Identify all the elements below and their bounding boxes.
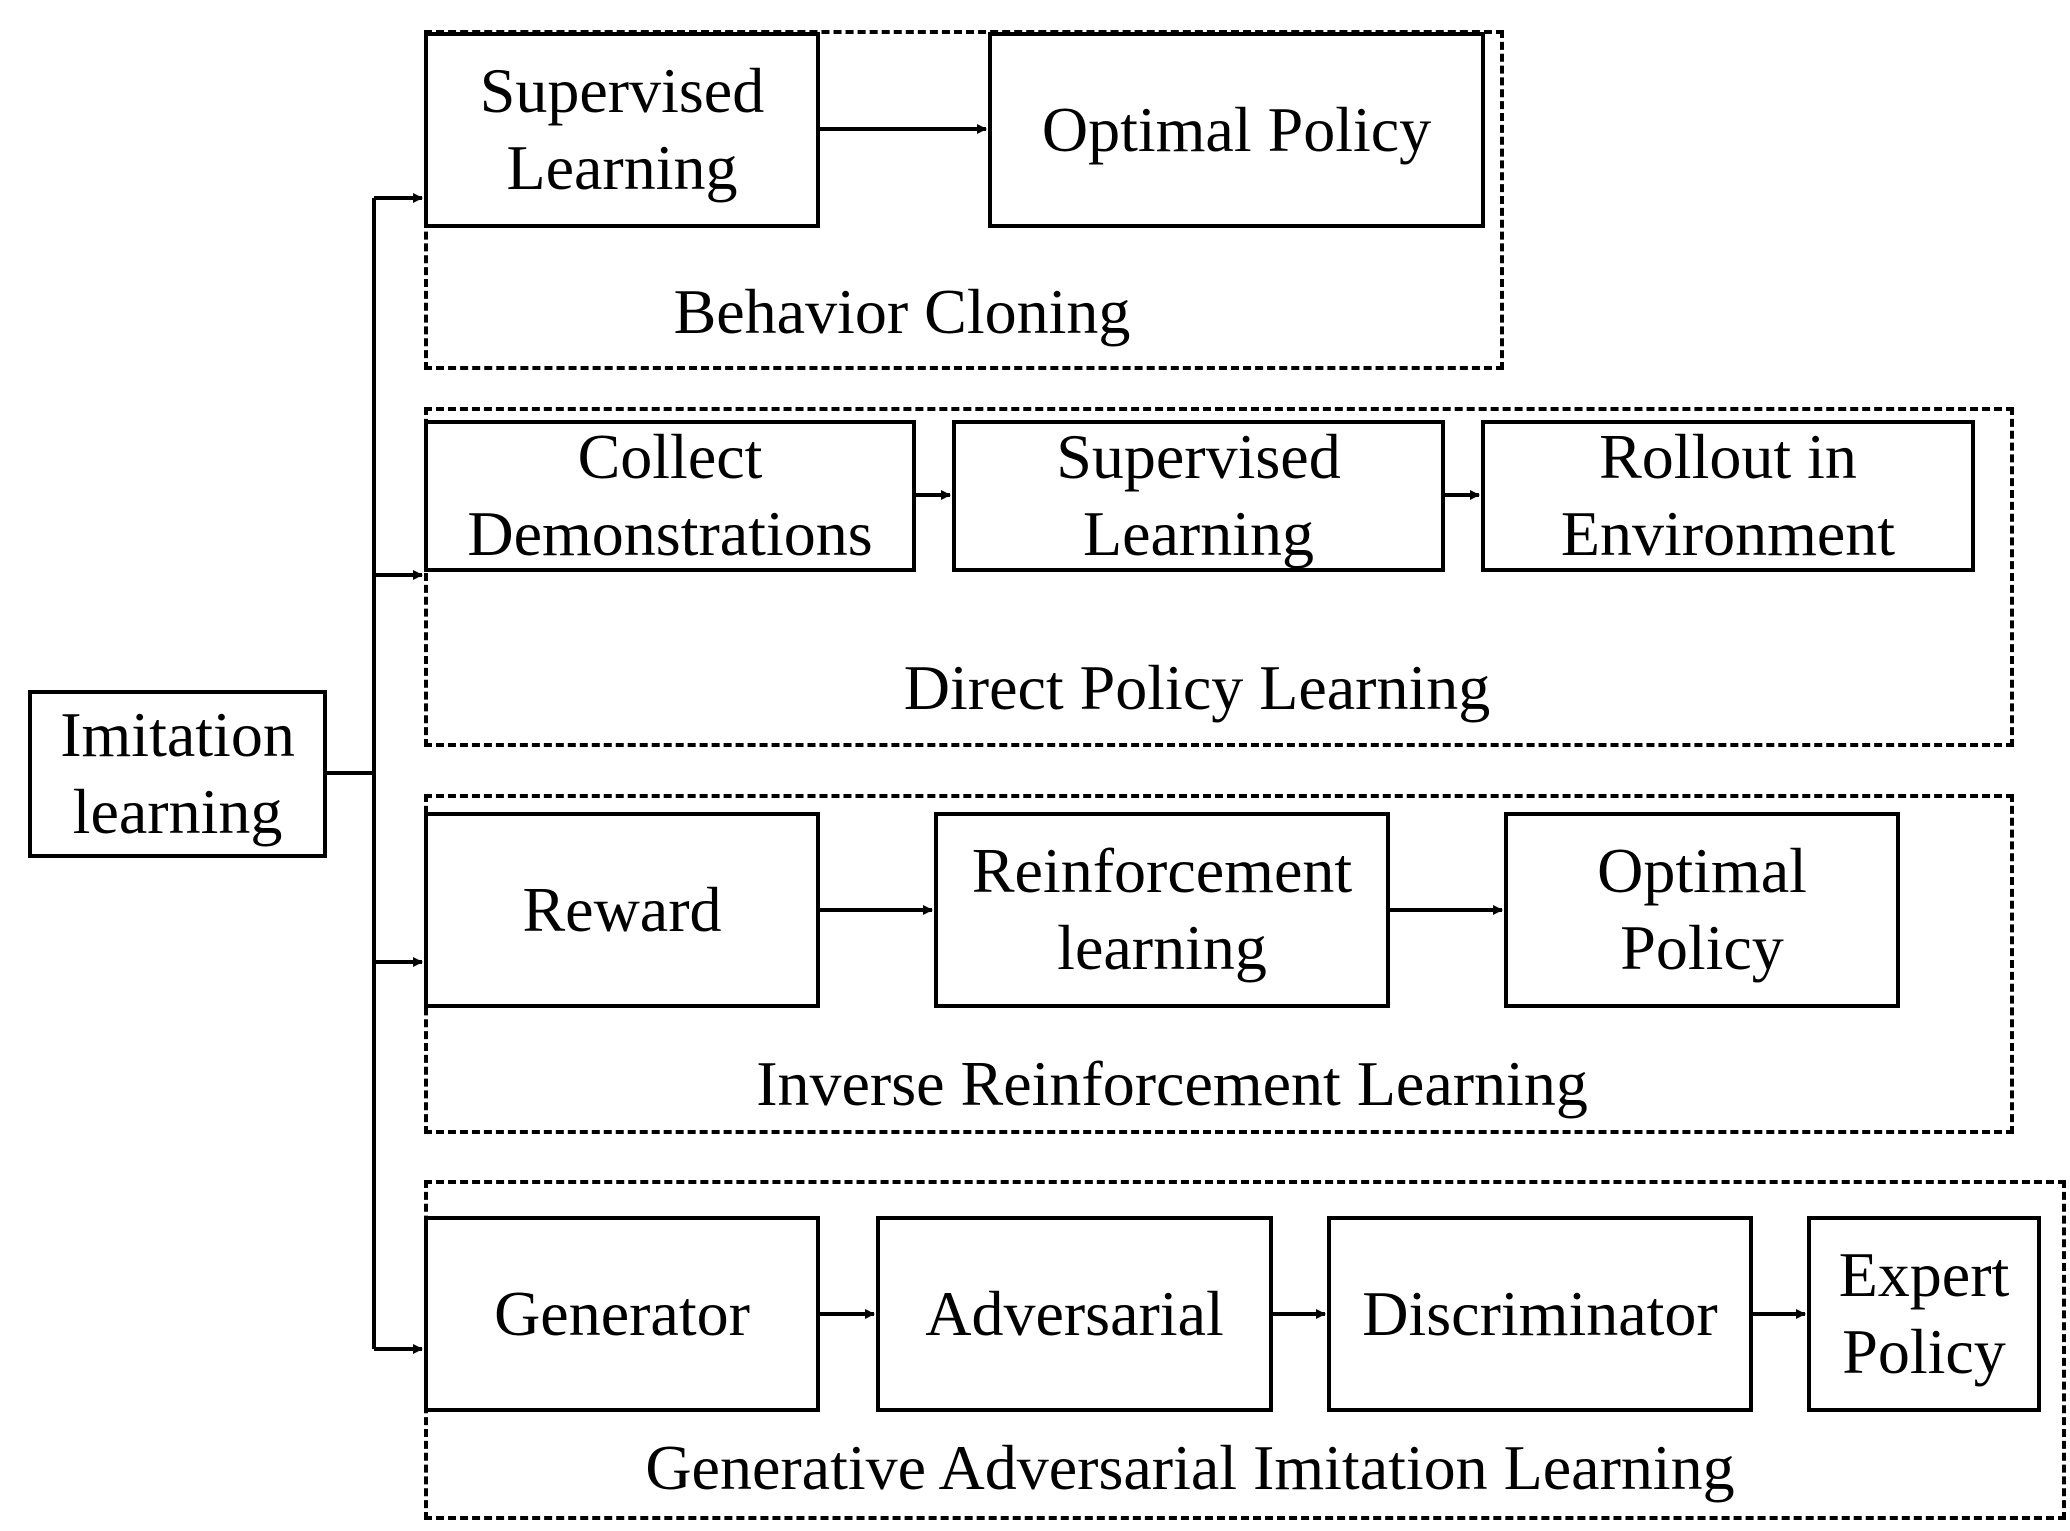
step-node: Discriminator xyxy=(1327,1216,1753,1412)
step-node: Collect Demonstrations xyxy=(424,420,916,572)
step-node: Generator xyxy=(424,1216,820,1412)
step-node: Optimal Policy xyxy=(988,32,1485,228)
group-label-inverse-reinforcement-learning: Inverse Reinforcement Learning xyxy=(756,1048,1588,1119)
step-node: Optimal Policy xyxy=(1504,812,1900,1008)
step-node: Expert Policy xyxy=(1807,1216,2041,1412)
group-label-generative-adversarial-imitation-learning: Generative Adversarial Imitation Learnin… xyxy=(645,1432,1735,1503)
step-node: Reinforcement learning xyxy=(934,812,1390,1008)
group-label-behavior-cloning: Behavior Cloning xyxy=(673,276,1131,347)
step-node: Reward xyxy=(424,812,820,1008)
root-node: Imitation learning xyxy=(28,690,327,858)
step-node: Rollout in Environment xyxy=(1481,420,1975,572)
group-direct-policy-learning xyxy=(424,407,2014,747)
step-node: Supervised Learning xyxy=(424,32,820,228)
group-label-direct-policy-learning: Direct Policy Learning xyxy=(903,652,1491,723)
root-node-label: Imitation learning xyxy=(60,699,295,847)
step-node: Adversarial xyxy=(876,1216,1273,1412)
step-node: Supervised Learning xyxy=(952,420,1445,572)
